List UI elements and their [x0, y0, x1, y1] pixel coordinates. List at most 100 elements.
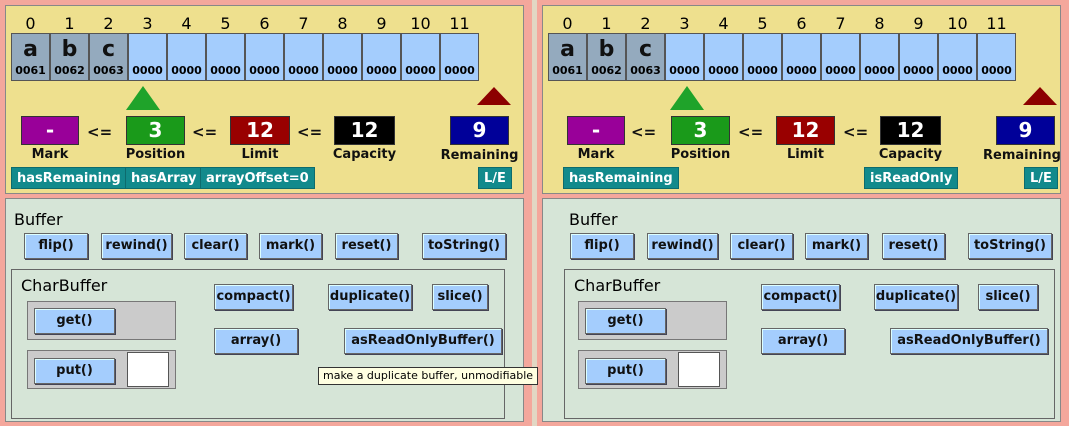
- cell-char: [822, 34, 859, 64]
- clear-button[interactable]: clear(): [184, 233, 247, 259]
- index-label: 11: [986, 14, 1007, 33]
- rewind-button[interactable]: rewind(): [647, 233, 718, 259]
- cell-char: [783, 34, 820, 64]
- index-label: 0: [25, 14, 36, 33]
- flip-button[interactable]: flip(): [570, 233, 634, 259]
- remaining-label: Remaining: [440, 148, 519, 163]
- remaining-value: 9: [450, 116, 509, 145]
- to-string-button[interactable]: toString(): [422, 233, 506, 259]
- reset-button[interactable]: reset(): [335, 233, 398, 259]
- buffer-cell: 0000: [245, 33, 284, 81]
- lte-symbol: <=: [192, 123, 218, 141]
- limit-value: 12: [230, 116, 290, 145]
- buffer-cell: 0000: [743, 33, 782, 81]
- buffer-cell: 0000: [977, 33, 1016, 81]
- duplicate-button[interactable]: duplicate(): [328, 284, 412, 310]
- cell-char: [207, 34, 244, 64]
- put-button[interactable]: put(): [585, 358, 666, 384]
- byte-order-badge: L/E: [1024, 167, 1058, 189]
- cell-code: 0000: [669, 64, 700, 77]
- index-label: 6: [796, 14, 807, 33]
- cell-char: a: [23, 37, 38, 62]
- index-label: 7: [835, 14, 846, 33]
- limit-label: Limit: [787, 147, 824, 162]
- cell-code: 0000: [405, 64, 436, 77]
- has-array-badge: hasArray: [125, 167, 203, 189]
- buffer-cell: 0000: [665, 33, 704, 81]
- limit-label: Limit: [241, 147, 279, 162]
- capacity-label: Capacity: [878, 147, 943, 162]
- cell-code: 0000: [210, 64, 241, 77]
- position-pointer-icon: [126, 86, 160, 110]
- cell-code: 0000: [747, 64, 778, 77]
- rewind-button[interactable]: rewind(): [101, 233, 172, 259]
- buffer-cell: 0000: [938, 33, 977, 81]
- byte-order-badge: L/E: [478, 167, 512, 189]
- slice-button[interactable]: slice(): [432, 284, 488, 310]
- cell-char: b: [598, 37, 615, 62]
- index-label: 4: [181, 14, 192, 33]
- cell-code: 0000: [288, 64, 319, 77]
- array-offset-badge: arrayOffset=0: [200, 167, 315, 189]
- duplicate-button[interactable]: duplicate(): [874, 284, 958, 310]
- compact-button[interactable]: compact(): [214, 284, 293, 310]
- cell-char: [978, 34, 1015, 64]
- reset-button[interactable]: reset(): [882, 233, 945, 259]
- cell-char: [744, 34, 781, 64]
- slice-button[interactable]: slice(): [978, 284, 1038, 310]
- index-label: 1: [601, 14, 612, 33]
- cell-char: [705, 34, 742, 64]
- lte-symbol: <=: [843, 123, 869, 141]
- as-read-only-buffer-button[interactable]: asReadOnlyBuffer(): [344, 328, 502, 354]
- put-char-input[interactable]: [127, 352, 169, 387]
- mark-value: -: [21, 116, 79, 145]
- put-button[interactable]: put(): [34, 358, 115, 384]
- cell-char: [129, 34, 166, 64]
- compact-button[interactable]: compact(): [761, 284, 840, 310]
- get-button[interactable]: get(): [34, 308, 115, 334]
- remaining-label: Remaining: [983, 148, 1061, 163]
- cell-char: c: [638, 37, 653, 62]
- index-label: 11: [449, 14, 470, 33]
- buffer-cell: 0000: [704, 33, 743, 81]
- flip-button[interactable]: flip(): [24, 233, 88, 259]
- buffer-cell: 0000: [782, 33, 821, 81]
- put-char-input[interactable]: [678, 352, 720, 387]
- cell-code: 0000: [825, 64, 856, 77]
- cell-code: 0061: [15, 64, 46, 77]
- limit-value: 12: [776, 116, 835, 145]
- limit-pointer-icon: [477, 87, 511, 105]
- lte-symbol: <=: [631, 123, 657, 141]
- buffer-cell: 0000: [821, 33, 860, 81]
- buffer-section-title: Buffer: [569, 210, 618, 229]
- position-value: 3: [126, 116, 185, 145]
- array-button[interactable]: array(): [761, 328, 845, 354]
- clear-button[interactable]: clear(): [730, 233, 793, 259]
- charbuffer-section-title: CharBuffer: [21, 276, 108, 295]
- buffer-cell: 0000: [362, 33, 401, 81]
- panel-divider: [532, 0, 537, 426]
- to-string-button[interactable]: toString(): [968, 233, 1052, 259]
- buffer-cell: 0000: [440, 33, 479, 81]
- position-pointer-icon: [670, 86, 704, 110]
- cell-char: [939, 34, 976, 64]
- as-read-only-buffer-button[interactable]: asReadOnlyBuffer(): [890, 328, 1048, 354]
- mark-button[interactable]: mark(): [805, 233, 868, 259]
- index-label: 10: [410, 14, 431, 33]
- mark-value: -: [567, 116, 625, 145]
- cell-code: 0000: [327, 64, 358, 77]
- buffer-cell: 0000: [323, 33, 362, 81]
- get-button[interactable]: get(): [585, 308, 666, 334]
- array-button[interactable]: array(): [214, 328, 298, 354]
- index-label: 5: [757, 14, 768, 33]
- is-read-only-badge: isReadOnly: [864, 167, 959, 189]
- capacity-value: 12: [880, 116, 941, 145]
- buffer-cell: 0000: [860, 33, 899, 81]
- charbuffer-section: CharBuffer compact() duplicate() slice()…: [11, 269, 505, 419]
- mark-button[interactable]: mark(): [259, 233, 322, 259]
